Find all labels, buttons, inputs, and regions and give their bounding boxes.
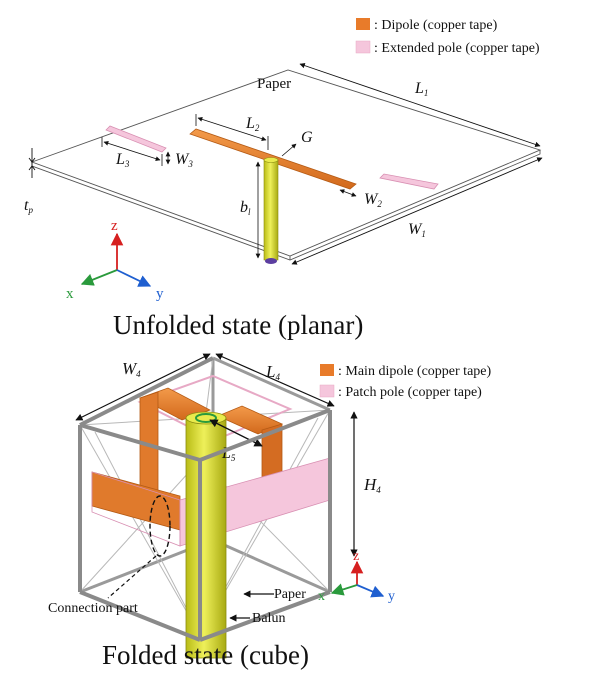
unfolded-legend: : Dipole (copper tape) : Extended pole (… — [355, 18, 540, 56]
axes-unfolded: z x y — [66, 218, 164, 302]
connection-part-marker — [149, 495, 171, 557]
axis-label-x: x — [66, 286, 74, 302]
label-g: G — [301, 129, 313, 146]
dim-l3 — [103, 141, 161, 161]
axis-label-z: z — [111, 218, 118, 234]
unfolded-diagram: : Dipole (copper tape) : Extended pole (… — [24, 18, 543, 340]
label-balun: Balun — [252, 611, 285, 626]
label-connection-part: Connection part — [48, 601, 138, 616]
axis-label-x-folded: x — [318, 589, 325, 604]
label-bl: bl — [240, 199, 251, 217]
dim-w1 — [291, 157, 543, 265]
label-tp: tp — [24, 197, 33, 215]
dim-l5 — [209, 419, 263, 447]
balun-planar — [263, 159, 279, 261]
legend-label-extended-pole: : Extended pole (copper tape) — [374, 41, 540, 56]
legend-swatch-dipole — [356, 18, 370, 30]
label-w2: W2 — [364, 191, 382, 209]
label-w1: W1 — [408, 221, 426, 239]
dim-w2 — [339, 189, 357, 197]
legend-swatch-main-dipole — [320, 364, 334, 376]
legend-swatch-extended-pole — [355, 40, 371, 54]
legend-label-dipole: : Dipole (copper tape) — [374, 18, 498, 33]
extended-pole-left — [105, 125, 167, 153]
dim-w4 — [75, 353, 211, 421]
caption-folded: Folded state (cube) — [102, 640, 309, 670]
paper-label: Paper — [257, 76, 291, 92]
label-l3: L3 — [115, 151, 130, 169]
axes-folded: z x y — [318, 549, 395, 604]
label-w4: W4 — [122, 359, 141, 379]
extended-pole-right — [379, 173, 439, 190]
caption-unfolded: Unfolded state (planar) — [113, 310, 363, 340]
folded-diagram: : Main dipole (copper tape) : Patch pole… — [48, 353, 492, 670]
axis-label-y-folded: y — [388, 589, 395, 604]
balun-feed — [265, 258, 277, 264]
axis-label-z-folded: z — [353, 549, 359, 564]
label-l5: L5 — [221, 445, 236, 463]
axis-label-y: y — [156, 286, 164, 302]
legend-swatch-patch-pole — [319, 384, 335, 398]
dim-l1 — [299, 63, 541, 147]
label-l1: L1 — [414, 80, 428, 98]
label-l4: L4 — [265, 362, 280, 382]
label-h4: H4 — [363, 475, 381, 495]
dim-l2 — [197, 117, 267, 141]
label-l2: L2 — [245, 115, 260, 133]
folded-legend: : Main dipole (copper tape) : Patch pole… — [319, 364, 492, 400]
label-w3: W3 — [175, 151, 193, 169]
dim-l4 — [215, 353, 335, 407]
legend-label-patch-pole: : Patch pole (copper tape) — [338, 385, 482, 400]
legend-label-main-dipole: : Main dipole (copper tape) — [338, 364, 492, 379]
label-paper-cube: Paper — [274, 587, 306, 602]
